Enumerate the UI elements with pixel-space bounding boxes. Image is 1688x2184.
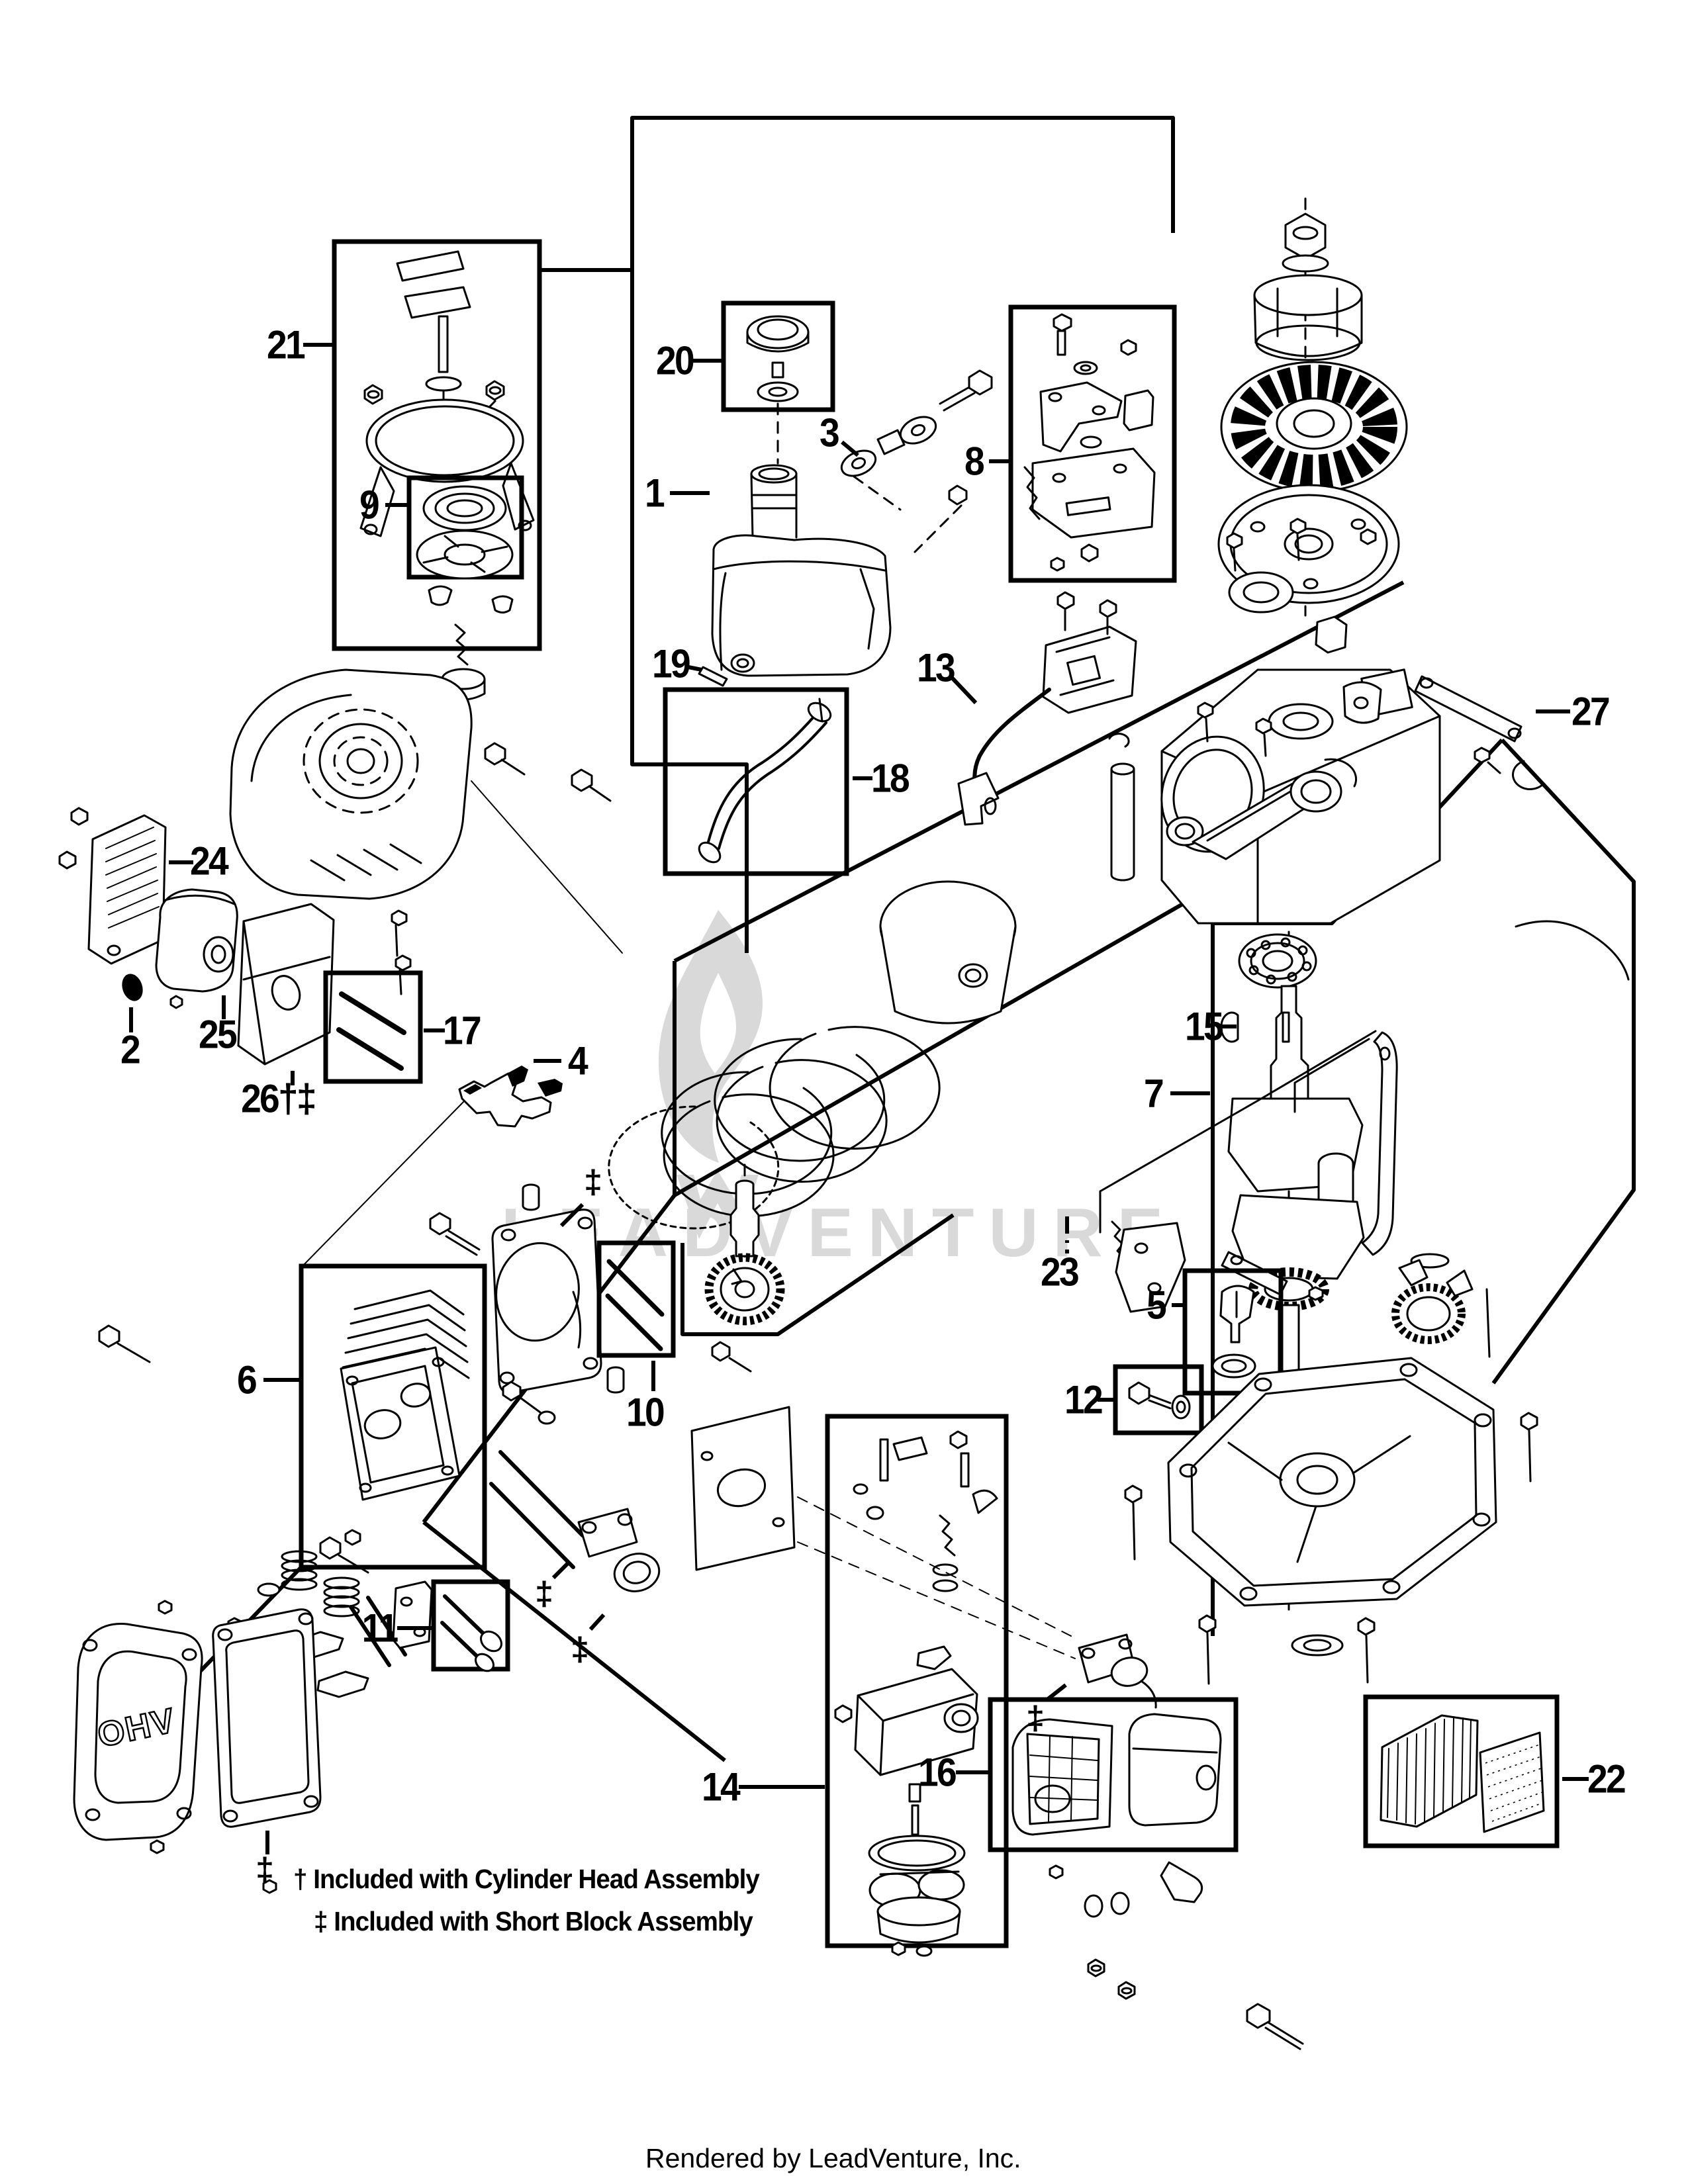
callout-22: 22	[1587, 1756, 1626, 1801]
valve-cover-gasket-drawing	[212, 1608, 322, 1854]
dagger-symbol: ‡	[256, 1851, 274, 1888]
callout-19: 19	[652, 641, 691, 686]
callout-box-10	[596, 1240, 676, 1358]
camshaft-drawing	[704, 1163, 785, 1373]
callout-box-8	[1008, 304, 1177, 583]
callout-box-18	[663, 687, 849, 876]
callout-10: 10	[626, 1390, 665, 1435]
callout-7: 7	[1144, 1071, 1164, 1116]
flame-icon	[659, 910, 763, 1163]
bolt-washer-drawing	[1113, 1364, 1204, 1435]
watermark-text: LEADVENTURE	[501, 1195, 1178, 1271]
callout-14: 14	[702, 1764, 741, 1809]
callout-box-22	[1363, 1694, 1560, 1848]
callout-26: 26†‡	[241, 1076, 317, 1121]
recoil-starter-assembly-drawing	[332, 239, 542, 701]
air-filter-housing-drawing	[988, 1697, 1239, 1918]
ignition-coil-drawing	[957, 591, 1137, 826]
callout-6: 6	[237, 1357, 258, 1402]
callout-13: 13	[917, 645, 956, 690]
callout-box-5	[1182, 1268, 1284, 1396]
callout-box-17	[323, 970, 423, 1084]
callout-box-12	[1113, 1364, 1204, 1435]
callout-12: 12	[1064, 1377, 1103, 1422]
oil-pan-drawing	[1124, 1357, 1538, 1685]
callout-25: 25	[199, 1012, 238, 1057]
valve-train-drawing	[257, 1529, 433, 1698]
callout-box-14	[825, 1414, 1009, 1948]
credit-line: Rendered by LeadVenture, Inc.	[645, 2143, 1021, 2173]
callout-9: 9	[359, 482, 380, 527]
valve-cover-drawing: OHV	[73, 1600, 277, 1894]
dagger-symbol: ‡	[584, 1163, 602, 1201]
callout-box-6	[299, 1263, 487, 1570]
air-filter-elements-drawing	[1363, 1694, 1560, 1848]
callout-18: 18	[871, 756, 910, 801]
dipstick-tube-drawing	[663, 687, 849, 876]
exhaust-flange-drawing	[551, 1508, 661, 1631]
callout-4: 4	[568, 1038, 588, 1083]
callout-23: 23	[1041, 1250, 1080, 1295]
valves-drawing	[431, 1579, 510, 1672]
dagger-symbol: ‡	[535, 1575, 553, 1612]
governor-crank-drawing	[1182, 1268, 1284, 1396]
key-drawing	[698, 666, 728, 687]
callout-21: 21	[267, 322, 306, 367]
callout-box-11	[431, 1579, 510, 1672]
callout-box-21	[332, 239, 542, 651]
callout-3: 3	[820, 410, 840, 455]
callout-5: 5	[1147, 1283, 1167, 1328]
head-gasket-drawing	[491, 1203, 602, 1394]
dagger-symbol: ‡	[1026, 1700, 1045, 1737]
footnote-cylinder-head: † Included with Cylinder Head Assembly	[293, 1864, 760, 1894]
callout-20: 20	[656, 338, 695, 383]
callout-box-16	[988, 1697, 1239, 1852]
callout-leaders	[263, 343, 1589, 1789]
piston-group-drawing	[608, 702, 1358, 1230]
governor-gear-drawing	[1391, 1253, 1491, 1358]
bracket-drawing	[1342, 675, 1630, 981]
callout-1: 1	[645, 471, 665, 516]
callout-8: 8	[964, 439, 985, 484]
flywheel-brake-drawing	[1008, 304, 1177, 583]
callout-27: 27	[1571, 689, 1611, 734]
footnote-short-block: ‡ Included with Short Block Assembly	[314, 1906, 753, 1936]
callout-17: 17	[443, 1008, 482, 1053]
callout-2: 2	[120, 1027, 141, 1072]
callout-11: 11	[361, 1606, 399, 1651]
flywheel-drawing	[1217, 197, 1408, 617]
dagger-symbol: ‡	[571, 1631, 589, 1668]
cylinder-head-drawing	[98, 1183, 625, 1574]
misc-fasteners-drawing	[1087, 1958, 1304, 2050]
muffler-group-drawing	[58, 807, 335, 1085]
spark-plug-drawing	[458, 1066, 563, 1128]
intake-manifold-drawing	[797, 1496, 1157, 1709]
fuel-system-drawing	[711, 300, 993, 677]
blower-housing-drawing	[229, 668, 612, 995]
carburetor-drawing	[825, 1414, 1009, 1957]
push-rods-drawing	[596, 1240, 676, 1391]
callout-16: 16	[918, 1750, 957, 1795]
governor-linkage-drawing	[1099, 1030, 1398, 1313]
stud-box-drawing	[323, 970, 423, 1084]
head-bolt-washer-drawing	[489, 1381, 585, 1569]
carb-gasket-plate-drawing	[690, 1406, 796, 1571]
callout-15: 15	[1185, 1004, 1224, 1049]
callout-24: 24	[190, 839, 229, 884]
